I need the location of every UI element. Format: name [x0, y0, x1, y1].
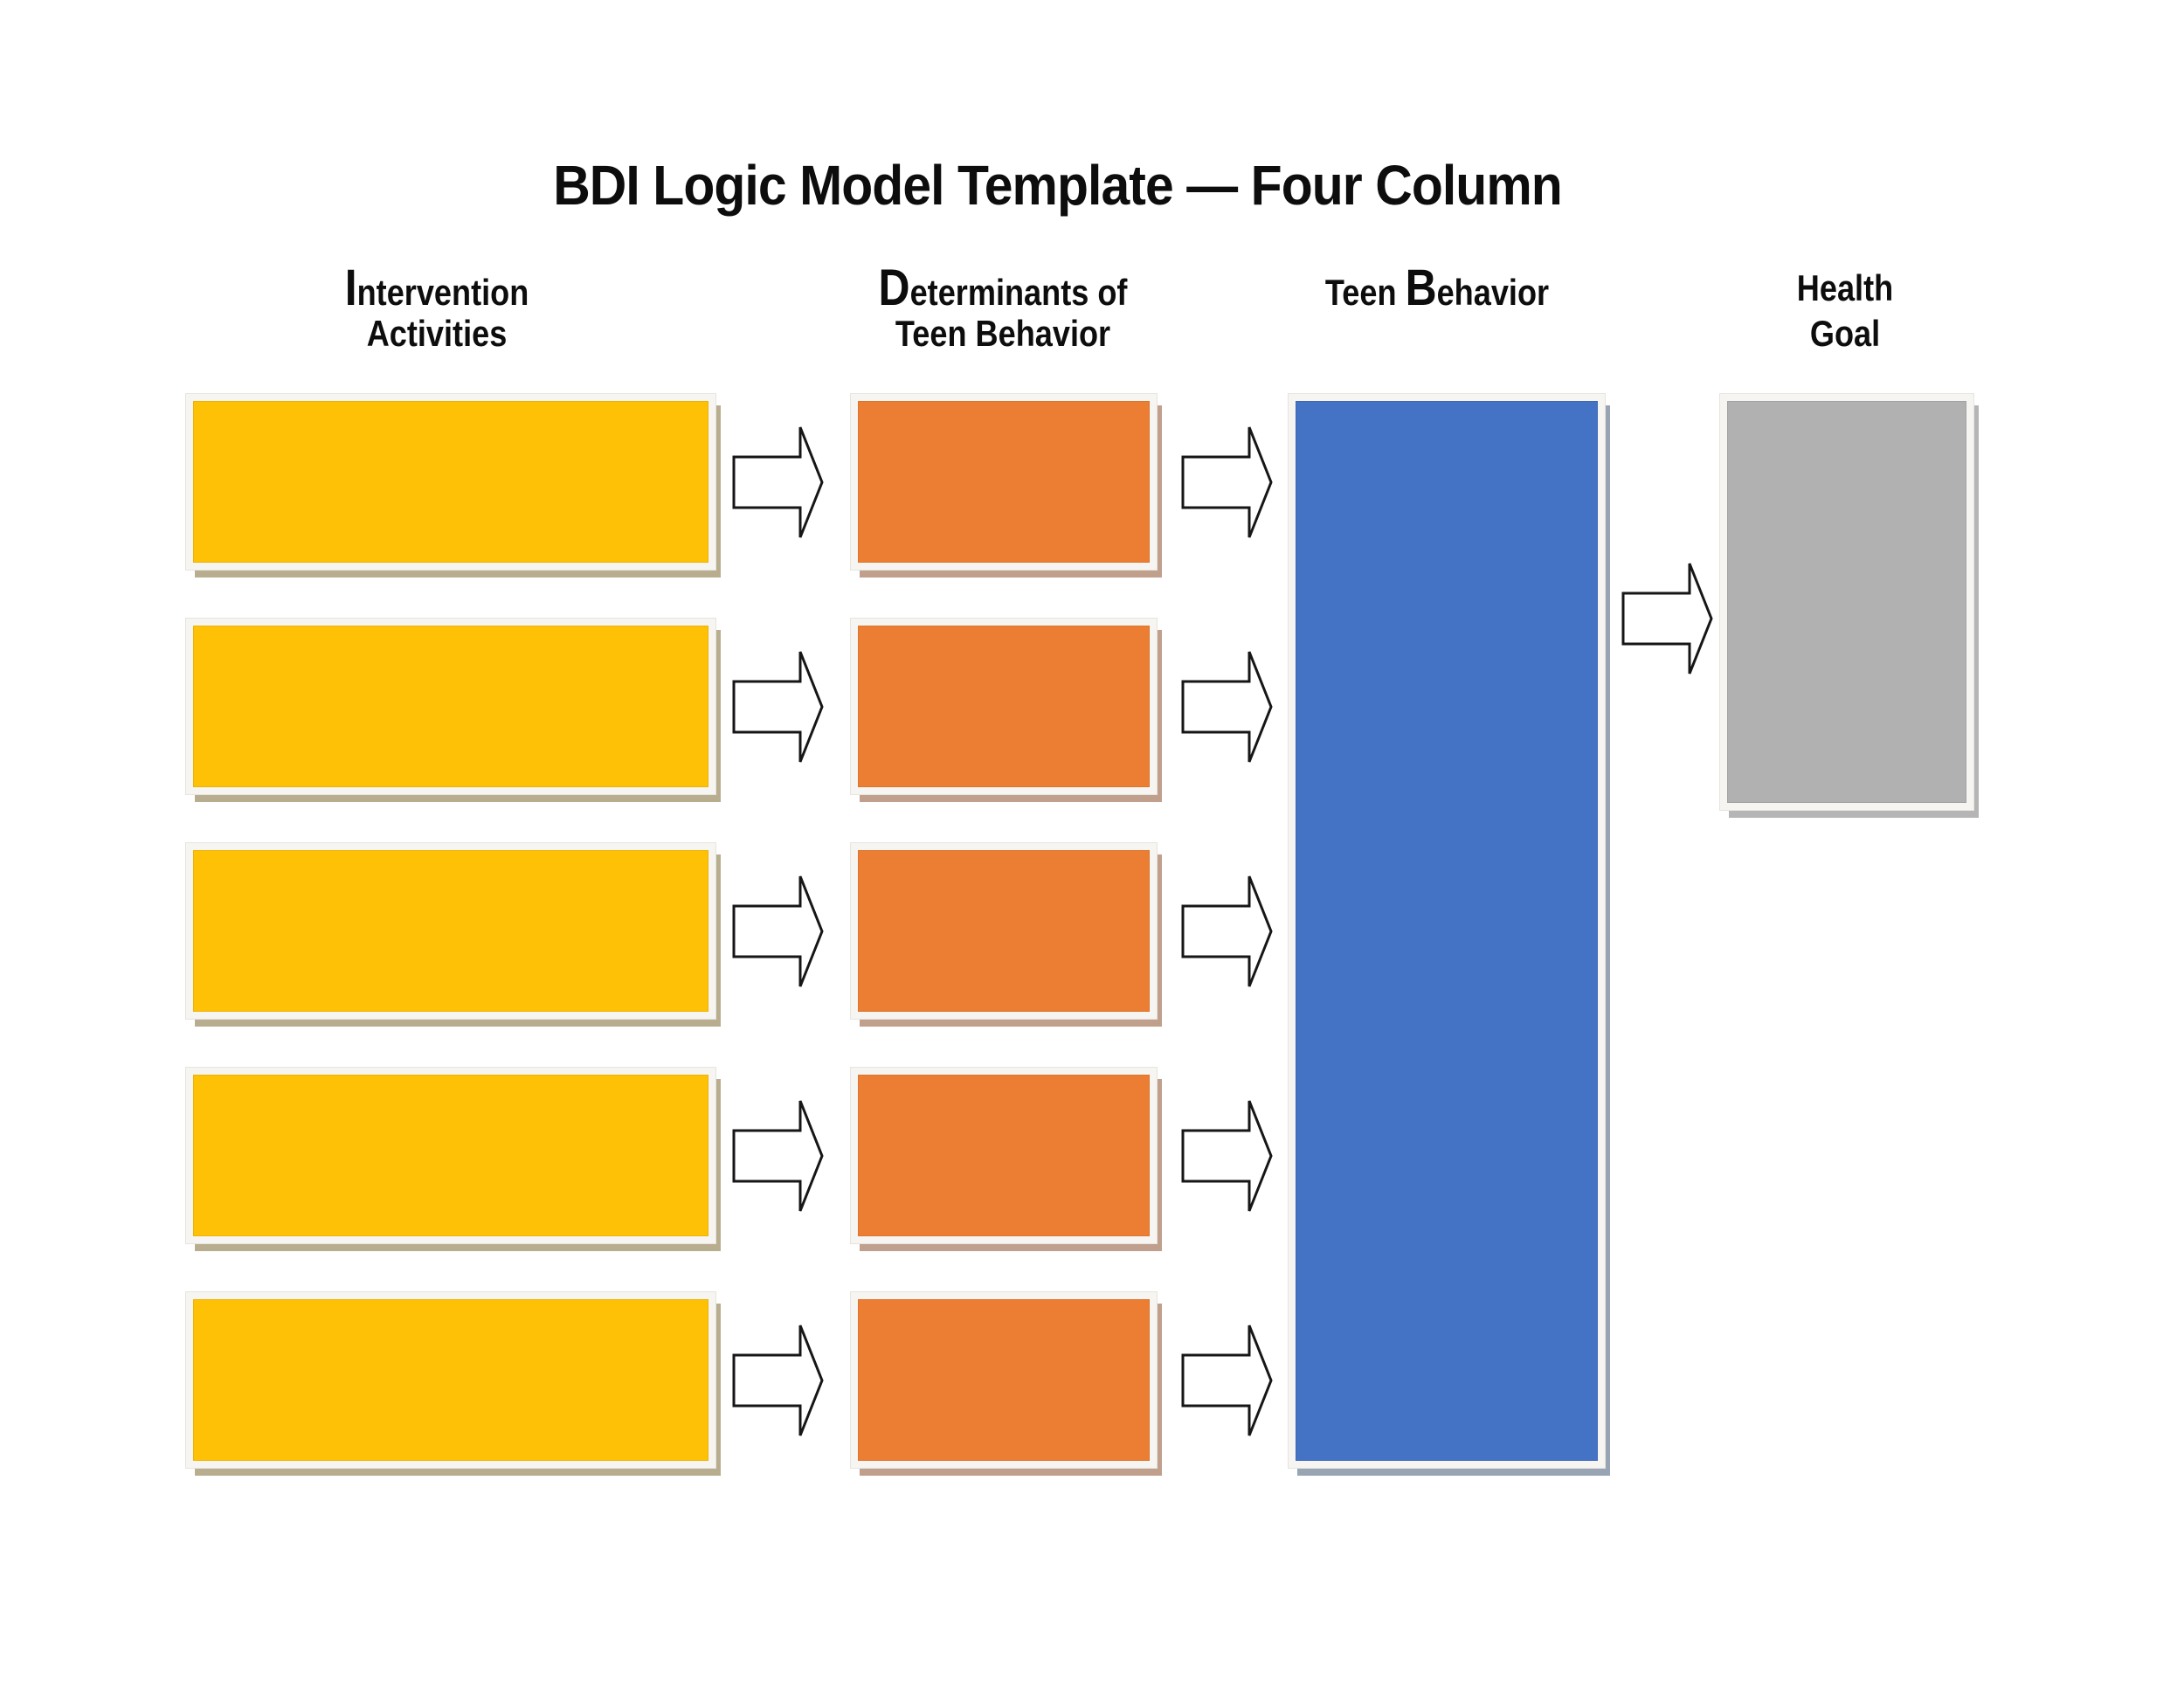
- teen-behavior-fill: [1296, 401, 1598, 1461]
- determinant-fill: [858, 850, 1150, 1012]
- determinant-box: [850, 393, 1158, 571]
- flow-arrow-icon: [1181, 1325, 1273, 1436]
- intervention-activity-fill: [193, 1075, 708, 1236]
- page-title: BDI Logic Model Template — Four Column: [0, 157, 2116, 213]
- determinant-fill: [858, 401, 1150, 563]
- teen-behavior-box: [1288, 393, 1606, 1469]
- intervention-activity-box: [185, 1291, 716, 1469]
- flow-arrow-icon: [732, 651, 824, 763]
- flow-arrow-icon: [732, 426, 824, 538]
- header-line: Goal: [1809, 313, 1881, 354]
- health-goal-fill: [1727, 401, 1966, 803]
- page-title-text: BDI Logic Model Template — Four Column: [553, 154, 1564, 217]
- column-header-teen-behavior: Teen Behavior: [1241, 259, 1632, 316]
- header-line: Teen Behavior: [895, 313, 1111, 354]
- health-goal-box: [1719, 393, 1974, 811]
- intervention-activity-box: [185, 393, 716, 571]
- determinant-fill: [858, 626, 1150, 787]
- header-line: Health: [1796, 267, 1894, 308]
- header-line: Teen Behavior: [1324, 259, 1550, 316]
- intervention-activity-box: [185, 618, 716, 795]
- intervention-activity-box: [185, 1067, 716, 1244]
- column-header-health-goal: Health Goal: [1649, 266, 2040, 356]
- determinant-box: [850, 618, 1158, 795]
- header-line: Activities: [366, 313, 508, 354]
- intervention-activity-fill: [193, 850, 708, 1012]
- flow-arrow-icon: [1181, 875, 1273, 987]
- determinant-fill: [858, 1075, 1150, 1236]
- flow-arrow-icon: [1181, 426, 1273, 538]
- flow-arrow-icon: [732, 875, 824, 987]
- flow-arrow-icon: [732, 1100, 824, 1212]
- determinant-fill: [858, 1299, 1150, 1461]
- column-header-determinants: Determinants of Teen Behavior: [807, 259, 1198, 356]
- determinant-box: [850, 842, 1158, 1020]
- header-line: Intervention: [344, 259, 529, 316]
- intervention-activity-box: [185, 842, 716, 1020]
- column-header-intervention-activities: Intervention Activities: [241, 259, 632, 356]
- intervention-activity-fill: [193, 626, 708, 787]
- flow-arrow-icon: [1181, 651, 1273, 763]
- flow-arrow-icon: [1181, 1100, 1273, 1212]
- flow-arrow-icon: [732, 1325, 824, 1436]
- intervention-activity-fill: [193, 1299, 708, 1461]
- flow-arrow-icon: [1621, 563, 1713, 675]
- determinant-box: [850, 1291, 1158, 1469]
- header-line: Determinants of: [878, 259, 1128, 316]
- determinant-box: [850, 1067, 1158, 1244]
- intervention-activity-fill: [193, 401, 708, 563]
